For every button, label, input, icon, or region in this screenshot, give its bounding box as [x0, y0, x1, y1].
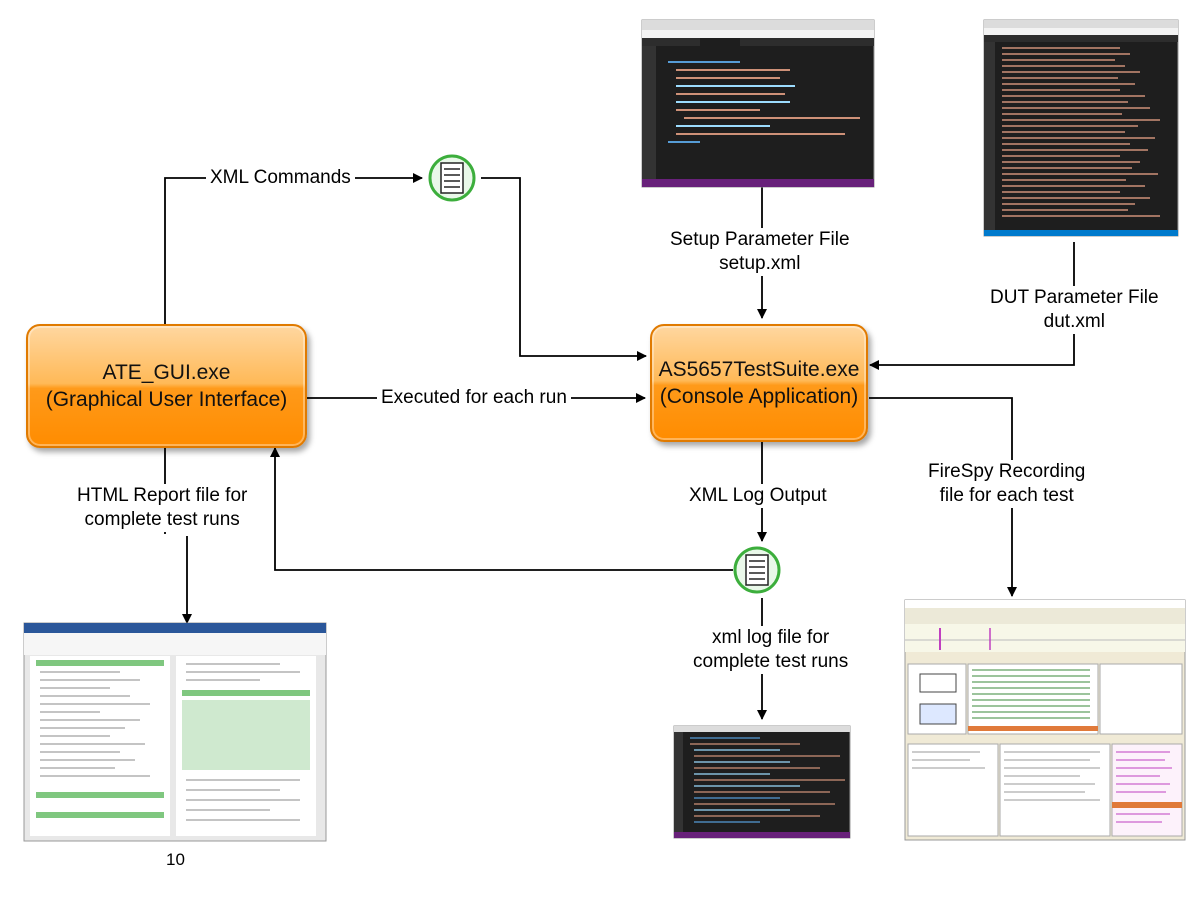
setup-file-line1: Setup Parameter File — [670, 229, 850, 250]
edge-label-html-report: HTML Report file for complete test runs — [73, 484, 252, 532]
firespy-line1: FireSpy Recording — [928, 461, 1086, 482]
document-lines-icon — [733, 546, 781, 594]
edge-xml-commands-a — [164, 173, 423, 324]
document-lines-icon — [428, 154, 476, 202]
dut-xml-editor-screenshot — [983, 19, 1179, 237]
edge-label-executed: Executed for each run — [377, 386, 571, 410]
edge-label-setup-file: Setup Parameter File setup.xml — [666, 228, 854, 276]
html-report-line1: HTML Report file for — [77, 485, 248, 506]
html-report-screenshot — [23, 622, 327, 842]
edge-dut-file — [869, 242, 1075, 370]
xml-log-editor-screenshot — [673, 725, 851, 839]
setup-xml-editor-screenshot — [641, 19, 875, 188]
edge-html-report — [164, 448, 187, 623]
firespy-line2: file for each test — [939, 485, 1074, 506]
edge-label-firespy: FireSpy Recording file for each test — [924, 460, 1090, 508]
edge-log-to-gui — [270, 447, 733, 571]
firespy-recording-screenshot — [904, 599, 1186, 841]
dut-file-line2: dut.xml — [1043, 311, 1105, 332]
test-suite-node-title: AS5657TestSuite.exe — [658, 358, 860, 381]
test-suite-node-subtitle: (Console Application) — [659, 385, 859, 408]
html-report-line2: complete test runs — [84, 509, 240, 530]
edge-firespy — [869, 397, 1017, 597]
setup-file-line2: setup.xml — [719, 253, 801, 274]
xml-log-file-line2: complete test runs — [693, 651, 849, 672]
edge-label-xml-log-output: XML Log Output — [685, 484, 831, 508]
page-number: 10 — [166, 850, 185, 869]
edge-xml-commands-b — [481, 177, 647, 361]
test-suite-node: AS5657TestSuite.exe (Console Application… — [650, 324, 868, 442]
edge-label-dut-file: DUT Parameter File dut.xml — [986, 286, 1163, 334]
ate-gui-node-title: ATE_GUI.exe — [102, 361, 231, 384]
ate-gui-node: ATE_GUI.exe (Graphical User Interface) — [26, 324, 307, 448]
edge-label-xml-commands: XML Commands — [206, 166, 355, 190]
xml-log-file-line1: xml log file for — [712, 627, 830, 648]
ate-gui-node-subtitle: (Graphical User Interface) — [45, 388, 288, 411]
dut-file-line1: DUT Parameter File — [990, 287, 1159, 308]
edge-label-xml-log-file: xml log file for complete test runs — [689, 626, 853, 674]
